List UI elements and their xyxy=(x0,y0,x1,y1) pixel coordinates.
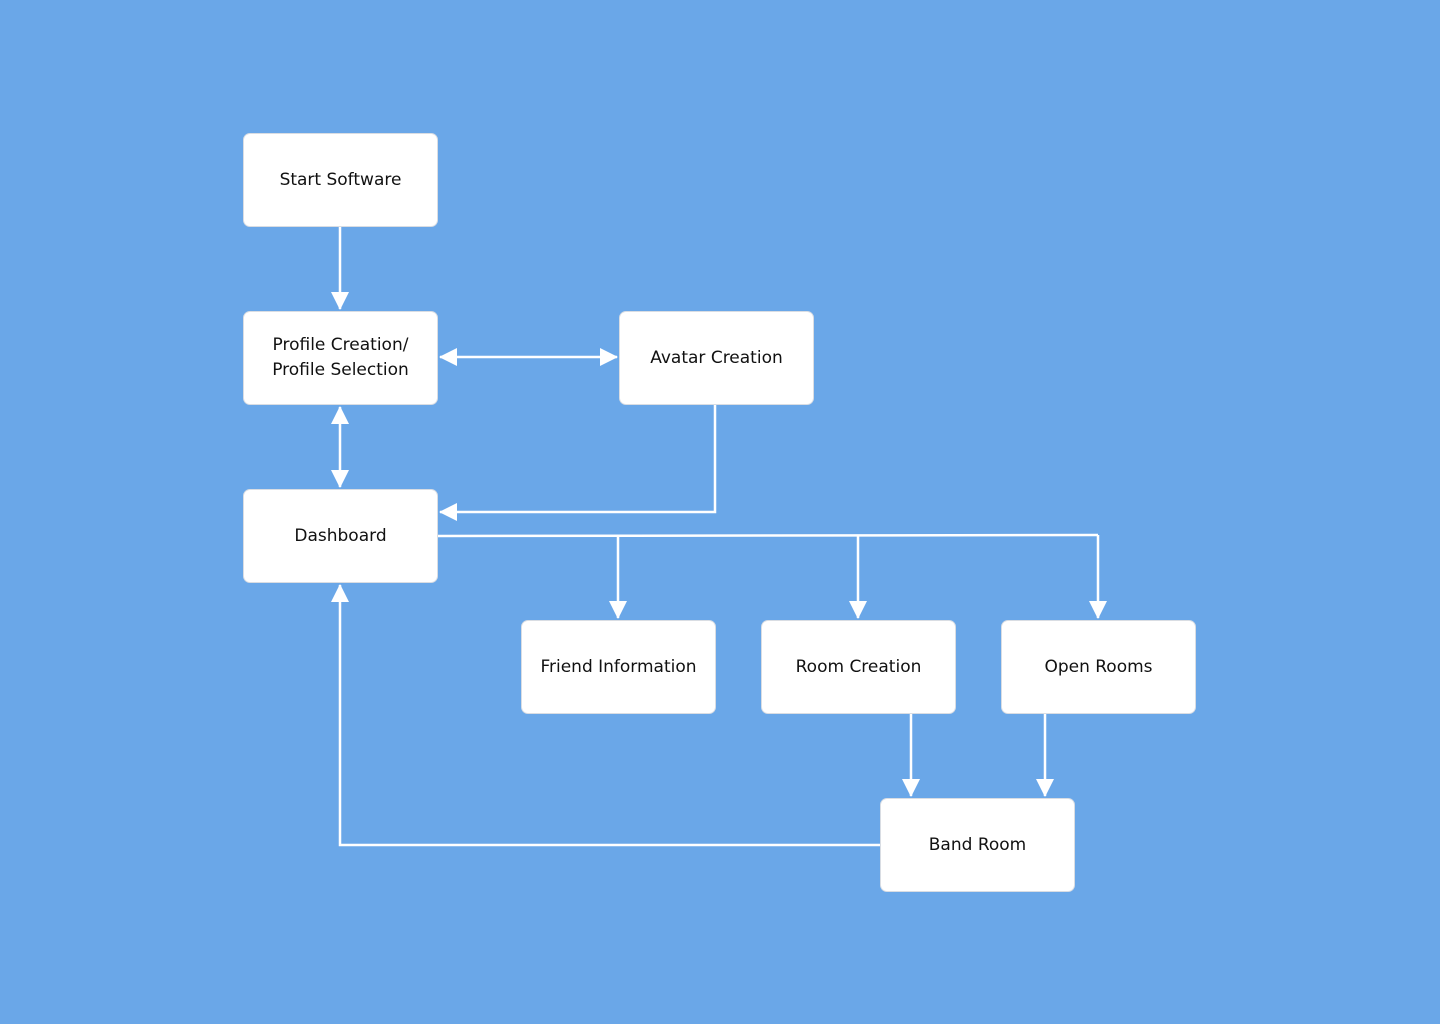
node-start-software: Start Software xyxy=(243,133,438,227)
node-dashboard: Dashboard xyxy=(243,489,438,583)
node-avatar-creation: Avatar Creation xyxy=(619,311,814,405)
node-band-room: Band Room xyxy=(880,798,1075,892)
edge-dashboard-branch-bus xyxy=(437,533,1099,538)
node-label: Open Rooms xyxy=(1044,656,1153,677)
node-profile-creation-selection: Profile Creation/ Profile Selection xyxy=(243,311,438,405)
edge-avatar-to-dashboard xyxy=(439,405,717,521)
node-label-line-2: Profile Selection xyxy=(272,360,409,380)
node-label-line-1: Profile Creation/ xyxy=(272,335,409,355)
node-label: Start Software xyxy=(279,169,402,190)
node-label: Room Creation xyxy=(795,656,922,677)
node-label: Dashboard xyxy=(294,525,387,546)
node-label: Avatar Creation xyxy=(650,347,783,368)
edge-band-room-to-dashboard xyxy=(331,584,880,847)
node-room-creation: Room Creation xyxy=(761,620,956,714)
node-friend-information: Friend Information xyxy=(521,620,716,714)
node-label: Band Room xyxy=(928,834,1027,855)
node-open-rooms: Open Rooms xyxy=(1001,620,1196,714)
node-label: Friend Information xyxy=(540,656,697,677)
